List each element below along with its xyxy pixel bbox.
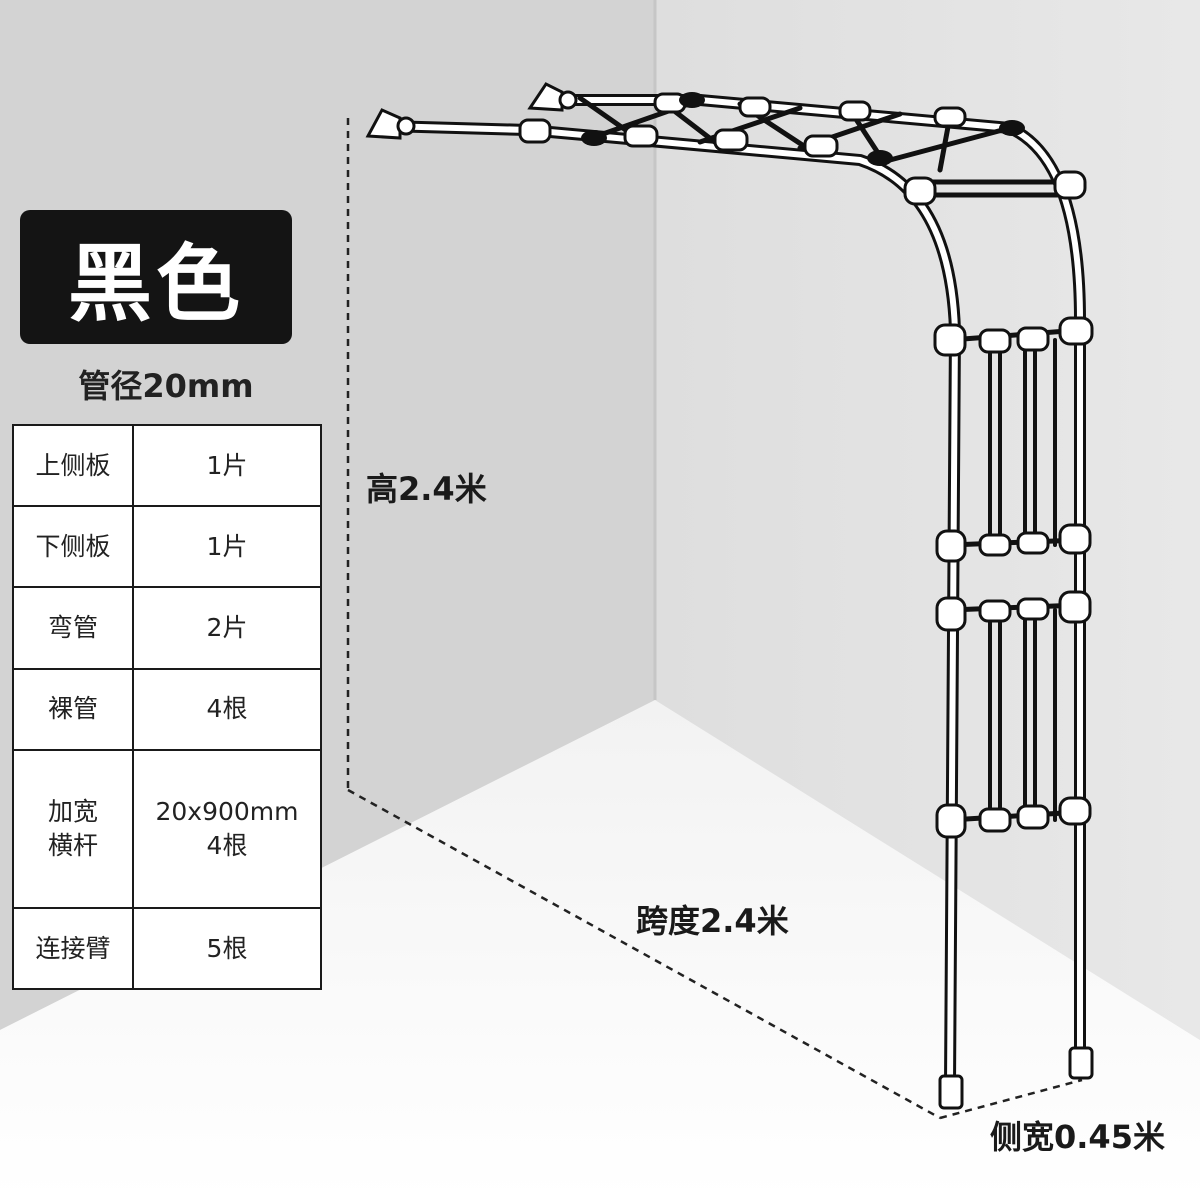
parts-table: 上侧板 1片 下侧板 1片 弯管 2片 裸管 4根 加宽 横杆 20x900mm… [12,423,322,991]
part-name: 下侧板 [12,505,134,589]
table-row: 下侧板 1片 [12,505,322,589]
part-name: 连接臂 [12,906,134,991]
part-name: 弯管 [12,586,134,670]
side-width-dimension-label: 侧宽0.45米 [990,1118,1165,1156]
table-row: 裸管 4根 [12,667,322,751]
part-name: 上侧板 [12,423,134,508]
end-caps [581,92,1025,166]
part-qty: 4根 [132,667,322,751]
dimension-lines [346,118,1083,1120]
right-wall [655,0,1200,1040]
color-badge: 黑色 [20,210,292,344]
table-row: 上侧板 1片 [12,423,322,508]
connector-nodes [365,82,1094,1110]
part-qty: 1片 [132,423,322,508]
part-qty: 2片 [132,586,322,670]
table-row: 连接臂 5根 [12,906,322,991]
part-qty: 1片 [132,505,322,589]
pipe-diameter-label: 管径20mm [78,367,254,405]
part-qty: 20x900mm 4根 [132,748,322,909]
span-dimension-label: 跨度2.4米 [636,902,789,940]
floor [0,700,1200,1200]
part-qty: 5根 [132,906,322,991]
part-name: 加宽 横杆 [12,748,134,909]
table-row: 加宽 横杆 20x900mm 4根 [12,748,322,909]
height-dimension-label: 高2.4米 [366,470,487,508]
table-row: 弯管 2片 [12,586,322,670]
part-name: 裸管 [12,667,134,751]
